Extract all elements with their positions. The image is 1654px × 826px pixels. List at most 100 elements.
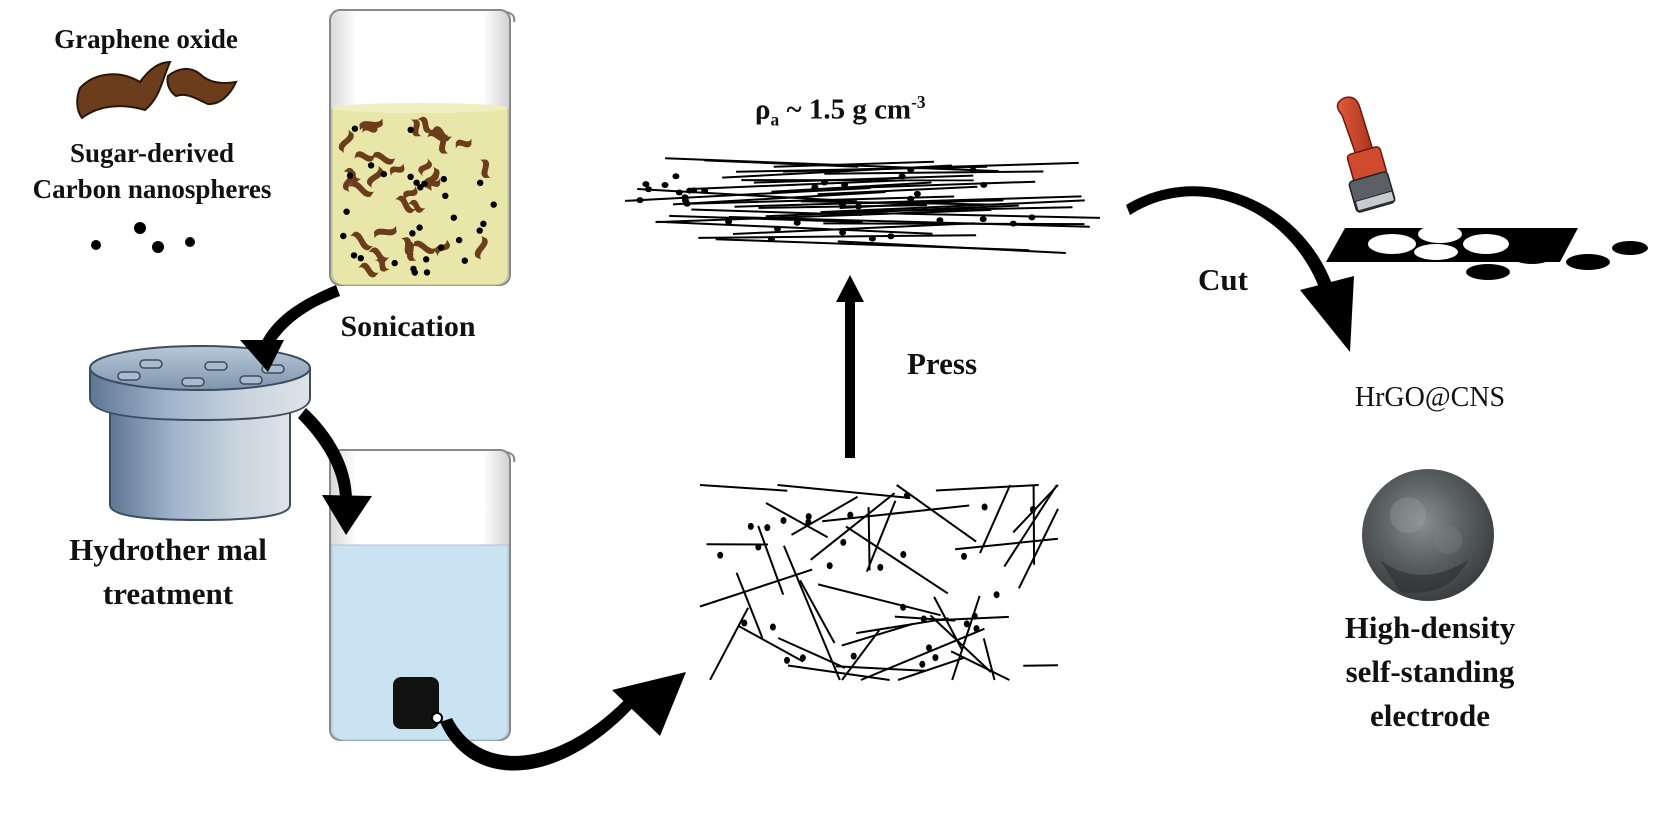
compressed-dot <box>855 203 862 210</box>
label-electrode-line1: High-density <box>1344 610 1516 645</box>
porous-fiber <box>757 525 785 595</box>
porous-dot <box>973 625 980 633</box>
porous-fiber <box>860 627 985 681</box>
porous-fiber <box>777 484 911 499</box>
nanosphere-dot <box>450 214 457 221</box>
porous-dot <box>784 656 790 664</box>
compressed-network <box>624 157 1101 254</box>
compressed-dot <box>907 195 915 202</box>
porous-fiber <box>950 650 1010 681</box>
porous-fiber <box>791 495 859 536</box>
porous-dot <box>900 603 907 611</box>
porous-fiber <box>954 537 1059 551</box>
porous-fiber <box>896 484 977 543</box>
compressed-dot <box>793 219 801 226</box>
graphene-flake <box>455 138 472 149</box>
compressed-dot <box>768 236 775 242</box>
arrow-monolith-to-network <box>440 692 640 771</box>
porous-dot <box>961 552 967 560</box>
porous-dot <box>993 591 1000 599</box>
graphene-flake <box>367 165 384 188</box>
compressed-dot <box>811 184 819 191</box>
porous-fiber <box>817 583 941 617</box>
compressed-dot <box>725 218 733 225</box>
porous-fiber <box>799 579 836 644</box>
compressed-dot <box>898 173 906 180</box>
compressed-fiber <box>624 187 871 202</box>
nanosphere-dot <box>367 162 375 169</box>
porous-fiber <box>737 624 804 663</box>
nanosphere-dot <box>391 259 398 267</box>
porous-dot <box>826 562 833 570</box>
porous-dot <box>963 620 970 628</box>
nanosphere-dot <box>437 244 445 251</box>
graphene-flake <box>350 231 373 251</box>
sonication-beaker <box>329 9 516 286</box>
graphene-flake <box>418 158 432 177</box>
compressed-dot <box>868 235 876 242</box>
nanosphere-dot <box>413 179 420 186</box>
porous-dot <box>764 524 771 532</box>
label-carbon-nanospheres: Carbon nanospheres <box>32 174 272 204</box>
compressed-dot <box>701 187 709 194</box>
porous-dot <box>850 652 857 660</box>
graphene-flake <box>480 159 491 178</box>
nanosphere-dot <box>407 173 414 180</box>
label-hydrothermal: Hydrother mal <box>69 532 267 567</box>
label-press: Press <box>907 346 978 381</box>
nanosphere-dot <box>461 257 468 264</box>
compressed-dot <box>979 216 987 223</box>
arrow-autoclave-to-beaker <box>298 408 352 500</box>
porous-dot <box>877 563 884 571</box>
porous-fiber <box>777 637 846 669</box>
porous-dot <box>799 654 806 662</box>
graphene-flake <box>371 151 396 165</box>
porous-fiber <box>1018 508 1059 589</box>
porous-fiber <box>709 607 749 681</box>
compressed-fiber <box>655 208 992 224</box>
porous-dot <box>920 615 927 623</box>
compressed-fiber <box>728 216 1090 228</box>
nanosphere-dot <box>477 179 484 186</box>
porous-fiber <box>982 638 996 681</box>
compressed-fiber <box>773 160 935 168</box>
label-electrode-line2: self-standing <box>1345 654 1515 689</box>
graphene-flake <box>338 129 354 153</box>
compressed-fiber <box>753 174 974 184</box>
graphene-flake <box>373 225 397 239</box>
nanosphere-dot <box>351 125 359 132</box>
compressed-fiber <box>657 220 933 235</box>
label-density: ρa ~ 1.5 g cm-3 <box>755 92 926 130</box>
punch-tool <box>1336 96 1396 213</box>
compressed-fiber <box>817 185 978 196</box>
compressed-dot <box>969 167 977 174</box>
porous-fiber <box>782 545 841 681</box>
porous-dot <box>932 654 939 662</box>
compressed-fiber <box>665 157 999 173</box>
nanosphere-dot <box>476 227 483 234</box>
compressed-dot <box>980 181 988 188</box>
arrow-beaker-to-autoclave <box>258 285 340 354</box>
hydrothermal-autoclave <box>89 345 311 522</box>
label-electrode-line3: electrode <box>1370 698 1490 733</box>
nanosphere-dot <box>340 232 347 240</box>
press-arrow-head <box>836 275 864 302</box>
graphene-oxide-flakes <box>76 60 238 120</box>
compressed-dot <box>887 233 895 240</box>
nanosphere-dot <box>350 252 358 259</box>
nanosphere-dot <box>411 269 418 276</box>
nanosphere-dot <box>440 175 447 183</box>
nanosphere-dot <box>409 230 416 237</box>
label-treatment: treatment <box>102 576 234 611</box>
compressed-dot <box>1028 214 1036 221</box>
porous-dot <box>780 517 787 524</box>
porous-fiber <box>867 507 871 571</box>
graphene-flake <box>403 185 418 201</box>
carbon-nanosphere-dots <box>91 222 195 253</box>
graphene-flake <box>431 126 452 142</box>
porous-dot <box>717 551 724 559</box>
compressed-fiber <box>732 222 975 235</box>
hydrogel-monolith <box>393 677 439 729</box>
nanosphere-dot <box>490 201 497 208</box>
